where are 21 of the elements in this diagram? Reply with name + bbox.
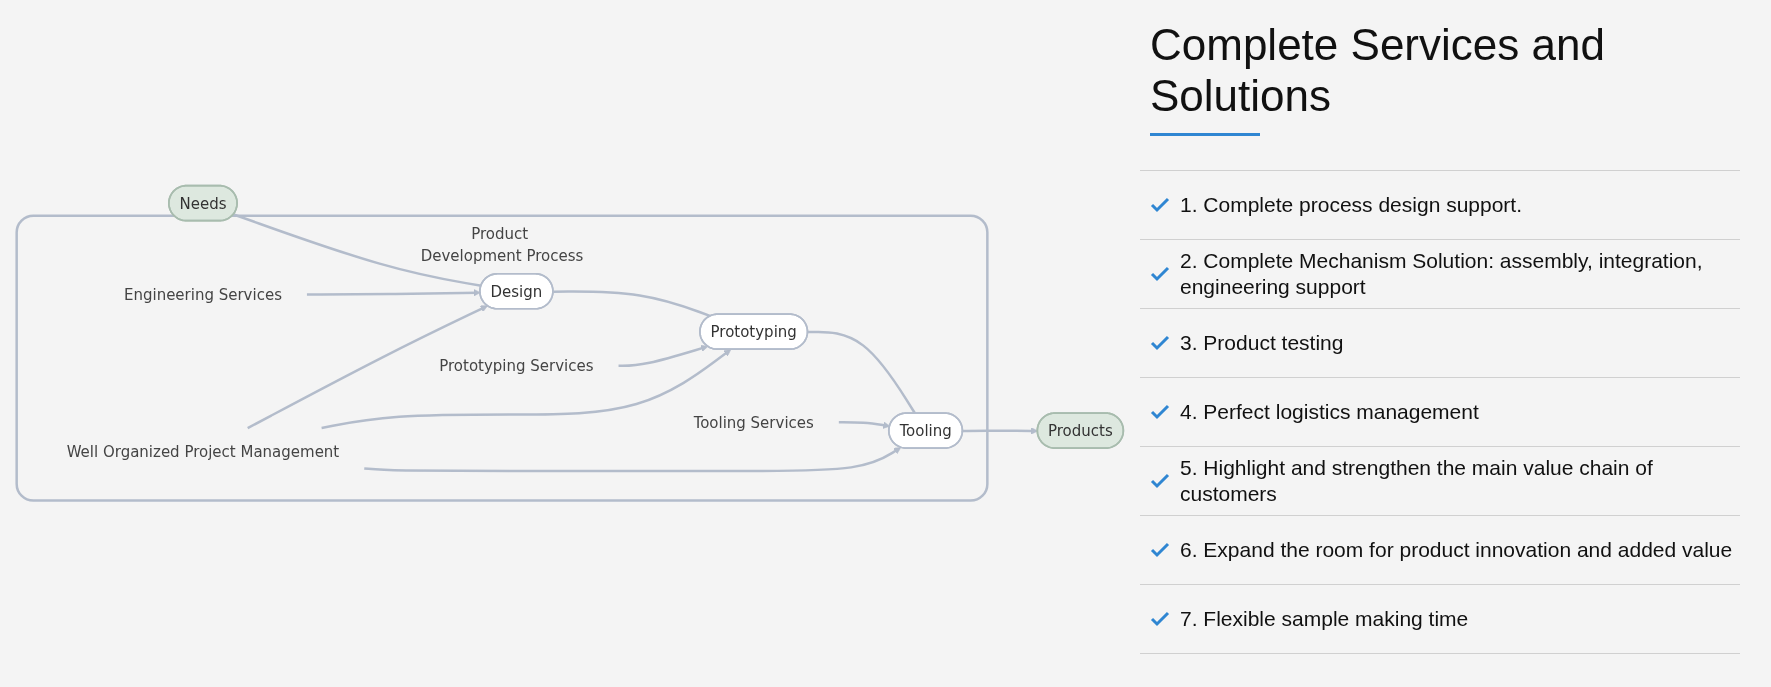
- arrow: [364, 447, 902, 473]
- arrow: [247, 305, 488, 430]
- list-item: 4. Perfect logistics management: [1180, 399, 1479, 426]
- connector: [807, 331, 917, 415]
- node-text: Well Organized Project Management: [66, 443, 340, 461]
- node-text: Prototyping Services: [439, 357, 594, 375]
- arrow: [306, 289, 481, 297]
- list-item: 7. Flexible sample making time: [1180, 606, 1469, 633]
- heading: Complete Services and Solutions: [1150, 20, 1606, 122]
- node-text: Tooling Services: [693, 413, 814, 432]
- list-item: 6. Expand the room for product innovation and added value: [1180, 537, 1733, 564]
- list-item: 2. Complete Mechanism Solution: assembly, integration, engineering support: [1180, 247, 1704, 301]
- connector: [233, 213, 482, 288]
- list-item: 1. Complete process design support.: [1180, 192, 1523, 219]
- arrow: [838, 421, 891, 430]
- connector: [553, 290, 712, 318]
- list-item: 5. Highlight and strengthen the main value chain of customers: [1180, 454, 1654, 508]
- arrow: [321, 349, 732, 430]
- list-item: 3. Product testing: [1180, 330, 1344, 357]
- arrow: [618, 345, 709, 368]
- node-text: Engineering Services: [123, 286, 282, 304]
